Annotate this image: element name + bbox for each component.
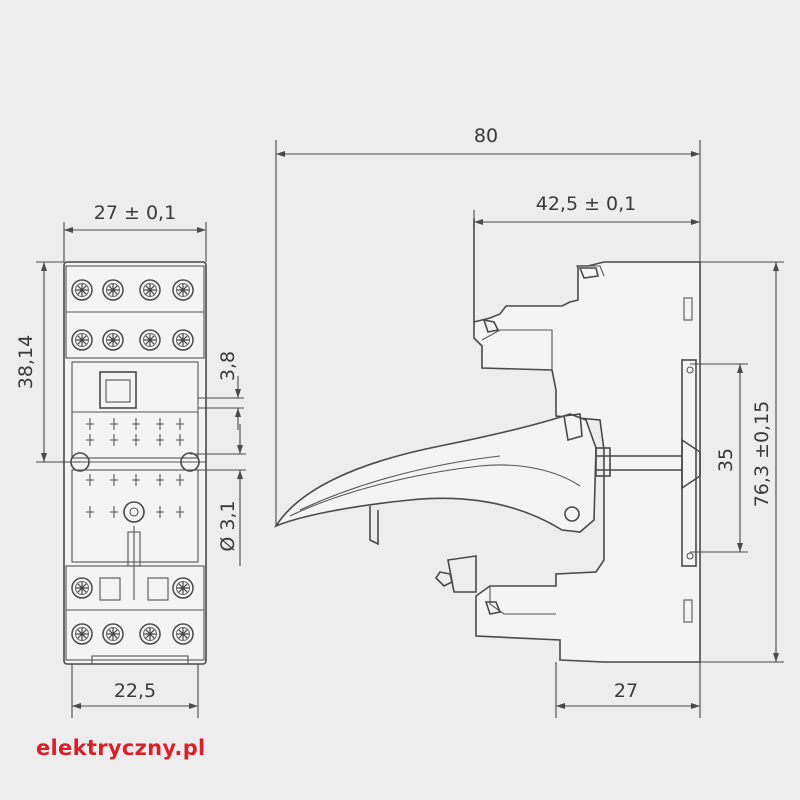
terminal-screw-icon <box>102 329 124 351</box>
dim-body-depth: 42,5 ± 0,1 <box>536 193 637 215</box>
terminal-screw-icon <box>102 623 124 645</box>
side-view-dimensions: 80 42,5 ± 0,1 35 76,3 ±0,15 27 <box>275 125 784 718</box>
terminal-screw-icon <box>172 577 194 599</box>
dim-pitch: 3,8 <box>217 351 239 381</box>
dim-total-depth: 80 <box>474 125 498 147</box>
dim-din-rail: 35 <box>715 448 737 472</box>
side-view <box>273 218 701 663</box>
dim-socket-width: 27 ± 0,1 <box>94 202 176 224</box>
dim-base-depth-bottom: 27 <box>614 680 638 702</box>
terminal-screw-icon <box>102 279 124 301</box>
terminal-screw-icon <box>172 623 194 645</box>
terminal-screw-icon <box>71 577 93 599</box>
terminal-screw-icon <box>71 329 93 351</box>
terminal-screw-icon <box>139 329 161 351</box>
dim-overall-height: 76,3 ±0,15 <box>751 401 773 508</box>
terminal-screw-icon <box>71 623 93 645</box>
dim-base-width-bottom: 22,5 <box>114 680 156 702</box>
terminal-screw-icon <box>139 623 161 645</box>
terminal-screw-icon <box>71 279 93 301</box>
dim-socket-height: 38,14 <box>15 335 37 389</box>
dim-hole-diameter: Ø 3,1 <box>217 500 239 551</box>
front-view <box>63 261 207 665</box>
brand-logo-text: elektryczny.pl <box>36 736 206 760</box>
terminal-screw-icon <box>139 279 161 301</box>
terminal-screw-icon <box>172 329 194 351</box>
front-view-dimensions: 27 ± 0,1 38,14 3,8 Ø 3,1 22,5 <box>15 202 246 718</box>
terminal-screw-icon <box>172 279 194 301</box>
